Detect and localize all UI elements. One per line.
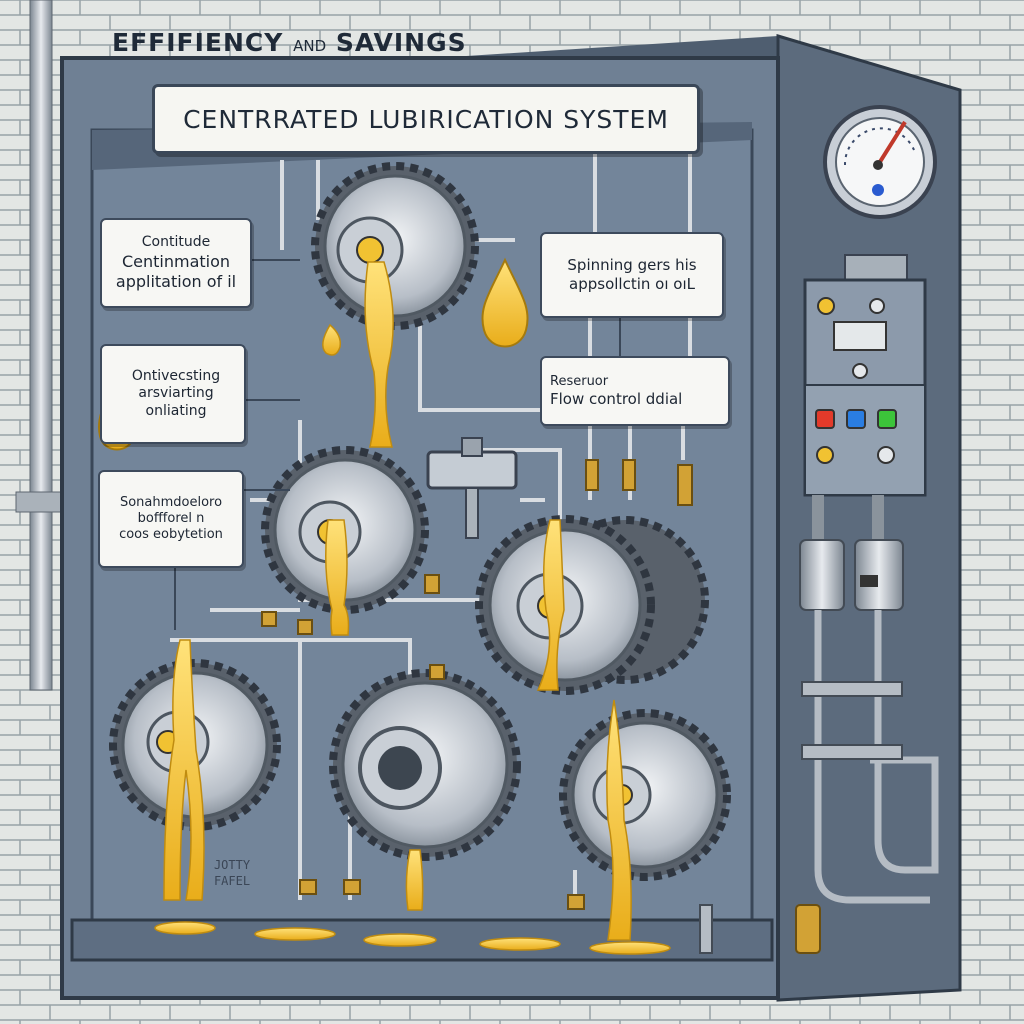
oil-drips	[154, 261, 671, 955]
control-panel	[803, 254, 927, 497]
header-word-2: AND	[293, 37, 327, 55]
gear-6	[559, 709, 731, 881]
callout-line: boffforel n	[137, 510, 205, 526]
callout-spinning-gears: Spinning gers his appsollctin oı oıL	[540, 232, 724, 318]
gear-3	[475, 515, 709, 695]
oil-drop-icon	[481, 257, 529, 348]
callout-line: coos eobytetion	[119, 527, 223, 543]
callout-line: arsviarting	[138, 385, 214, 402]
callout-lubricating: Ontivecsting arsviarting onliating	[100, 344, 246, 444]
callout-line: Centinmation	[121, 251, 231, 271]
brass-fittings	[261, 459, 693, 910]
gear-1	[311, 162, 479, 330]
maker-stamp: JOTTY FAFEL	[196, 858, 268, 889]
callout-line: appsollctin oı oıL	[569, 275, 695, 293]
callout-line: onliating	[145, 402, 207, 419]
flow-control-valve	[426, 437, 518, 539]
header-word-3: SAVINGS	[335, 28, 467, 57]
header-title: EFFIFIENCY AND SAVINGS	[112, 28, 467, 57]
callout-reduced-friction: Sonahmdoeloro boffforel n coos eobytetio…	[98, 470, 244, 568]
wall-pipe	[15, 0, 65, 691]
callout-line: Flow control ddial	[550, 389, 683, 408]
callout-line: Contitude	[141, 234, 211, 251]
gear-5	[329, 669, 521, 861]
pressure-gauge-icon	[823, 105, 937, 219]
header-word-1: EFFIFIENCY	[112, 28, 284, 57]
callout-line: applitation of il	[115, 271, 237, 291]
stamp-line: JOTTY	[213, 858, 251, 872]
callout-line: Sonahmdoeloro	[119, 494, 223, 510]
callout-line: Reseruor	[550, 373, 609, 389]
stamp-line: FAFEL	[213, 873, 251, 888]
callout-line: Spinning gers his	[567, 256, 697, 275]
callout-line: Ontivecsting	[131, 367, 221, 384]
system-banner: CENTRRATED LUBIRICATION SYSTEM	[152, 84, 700, 154]
pump-assembly	[699, 495, 939, 954]
callout-flow-control: Reseruor Flow control ddial	[540, 356, 730, 426]
callout-continuous-application: Contitude Centinmation applitation of il	[100, 218, 252, 308]
